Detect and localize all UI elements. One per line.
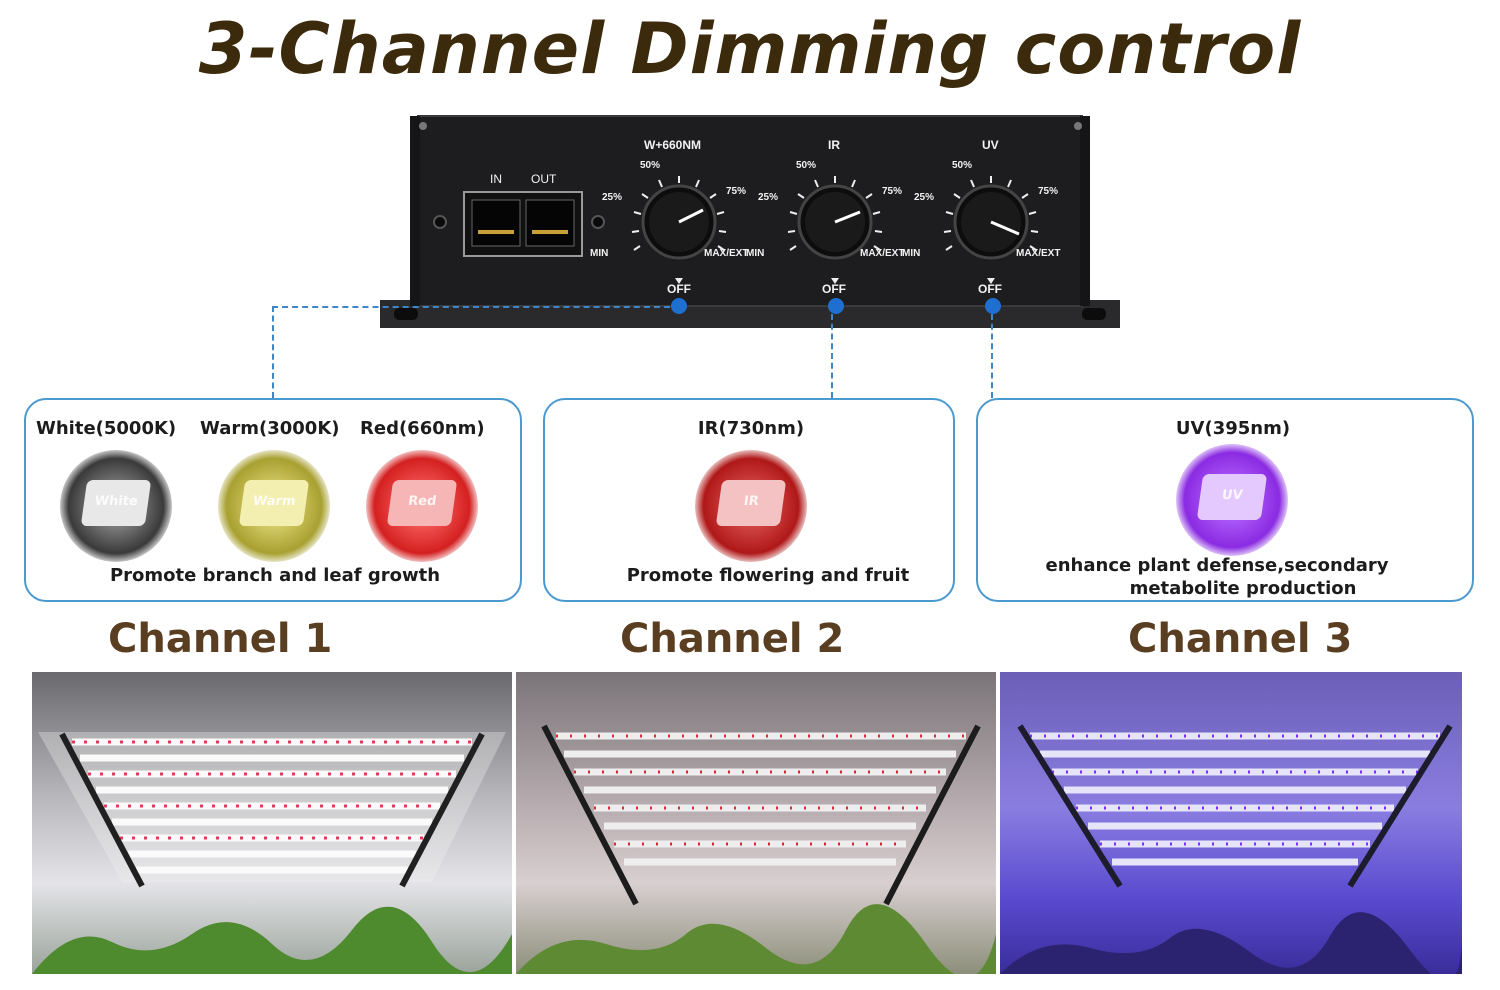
spec-warm: Warm(3000K)	[200, 418, 340, 439]
chip-label: Red	[407, 494, 438, 509]
channel-3-description-line-2: metabolite production	[1129, 578, 1357, 599]
uv-led-chip-icon: UV	[1176, 444, 1288, 556]
dimming-controller: IN OUT W+660NM 50% 25% 75% MIN MAX/EXT O…	[380, 112, 1120, 334]
channel-1-description: Promote branch and leaf growth	[109, 565, 441, 586]
page-title: 3-Channel Dimming control	[198, 8, 1302, 90]
knob-25-label: 25%	[914, 192, 935, 203]
knob-max-label: MAX/EXT	[860, 248, 905, 259]
knob-75-label: 75%	[726, 186, 747, 197]
knob-dial-icon	[943, 176, 1039, 284]
grow-light-illustration	[1000, 724, 1462, 974]
knob-dial-icon	[787, 176, 883, 284]
connector-line-1-vertical	[272, 306, 274, 398]
knob-max-label: MAX/EXT	[704, 248, 749, 259]
spec-uv: UV(395nm)	[1175, 418, 1291, 439]
spec-red: Red(660nm)	[360, 418, 485, 439]
channel-3-title: Channel 3	[1128, 616, 1353, 662]
channel-1-card: White(5000K) Warm(3000K) Red(660nm) Whit…	[24, 398, 522, 602]
grow-light-illustration	[32, 732, 512, 974]
knob-min-label: MIN	[746, 248, 765, 259]
channel-1-grow-light-photo	[32, 672, 512, 974]
knob-label: W+660NM	[644, 138, 702, 152]
knob-min-label: MIN	[902, 248, 921, 259]
connector-dot-2	[828, 298, 844, 314]
channel-3-description-line-1: enhance plant defense,secondary	[1045, 555, 1389, 576]
knob-dial-icon	[631, 176, 727, 284]
knob-50-label: 50%	[952, 160, 973, 171]
ir-led-chip-icon: IR	[695, 450, 807, 562]
chip-label: Warm	[251, 494, 297, 509]
knob-25-label: 25%	[758, 192, 779, 203]
connector-dot-3	[985, 298, 1001, 314]
spec-ir: IR(730nm)	[697, 418, 805, 439]
channel-3-card: UV(395nm) UV enhance plant defense,secon…	[976, 398, 1474, 602]
port-out-label: OUT	[531, 172, 557, 186]
knob-25-label: 25%	[602, 192, 623, 203]
channel-3-grow-light-photo	[1000, 672, 1462, 974]
knob-off-label: OFF	[667, 282, 691, 296]
channel-1-title: Channel 1	[108, 616, 333, 662]
chip-label: UV	[1220, 488, 1244, 503]
knob-75-label: 75%	[1038, 186, 1059, 197]
knob-50-label: 50%	[796, 160, 817, 171]
channel-2-card: IR(730nm) IR Promote flowering and fruit	[543, 398, 955, 602]
channel-2-grow-light-photo	[516, 672, 996, 974]
knob-w-660nm[interactable]: W+660NM 50% 25% 75% MIN MAX/EXT OFF	[590, 132, 754, 312]
channel-2-title: Channel 2	[620, 616, 845, 662]
connector-line-3	[991, 314, 993, 398]
white-led-chip-icon: White	[60, 450, 172, 562]
spec-white: White(5000K)	[36, 418, 177, 439]
port-in-label: IN	[490, 172, 502, 186]
knob-50-label: 50%	[640, 160, 661, 171]
connector-line-2	[831, 314, 833, 398]
knob-off-label: OFF	[978, 282, 1002, 296]
chip-label: White	[93, 494, 139, 509]
knob-label: IR	[828, 138, 840, 152]
grow-light-illustration	[516, 724, 996, 974]
knob-min-label: MIN	[590, 248, 609, 259]
knob-uv[interactable]: UV 50% 25% 75% MIN MAX/EXT OFF	[902, 132, 1066, 312]
knob-off-label: OFF	[822, 282, 846, 296]
knob-label: UV	[982, 138, 999, 152]
channel-2-description: Promote flowering and fruit	[626, 565, 910, 586]
knob-ir[interactable]: IR 50% 25% 75% MIN MAX/EXT OFF	[746, 132, 910, 312]
knob-max-label: MAX/EXT	[1016, 248, 1061, 259]
chip-label: IR	[742, 494, 760, 509]
red-led-chip-icon: Red	[366, 450, 478, 562]
warm-led-chip-icon: Warm	[218, 450, 330, 562]
connector-line-1	[272, 306, 680, 308]
knob-75-label: 75%	[882, 186, 903, 197]
connector-dot-1	[671, 298, 687, 314]
